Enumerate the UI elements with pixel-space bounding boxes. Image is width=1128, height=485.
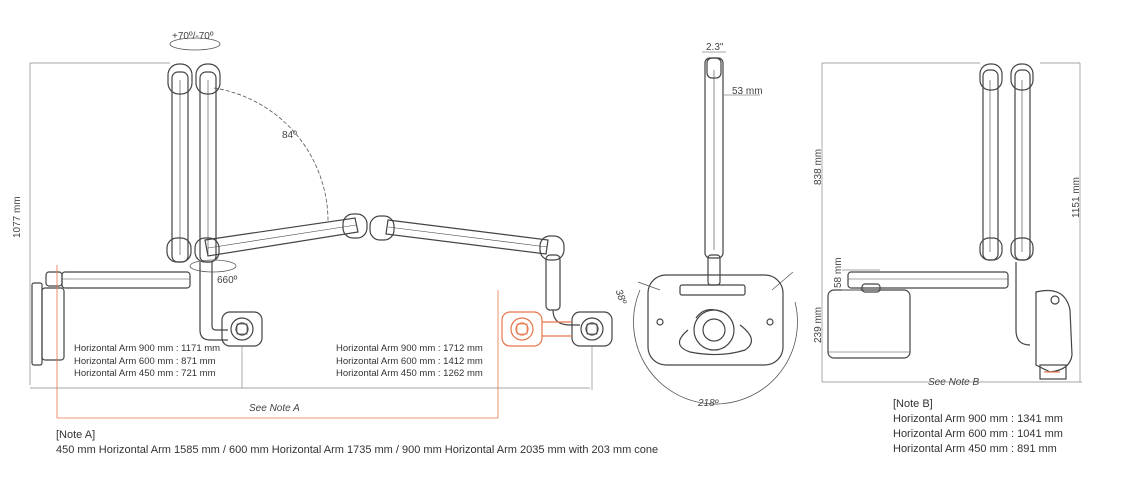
angle-660-label: 660º [217, 275, 238, 286]
spec-block-left: Horizontal Arm 900 mm : 1171 mm Horizont… [74, 343, 220, 381]
height-838-label: 838 mm [813, 148, 824, 185]
see-note-b-label: See Note B [928, 377, 980, 388]
spec-mid-line: Horizontal Arm 600 mm : 1412 mm [336, 355, 483, 367]
right-view [821, 62, 1082, 383]
middle-view [633, 51, 798, 405]
angle-218-label: 218º [698, 398, 719, 409]
height-58-label: 58 mm [833, 257, 844, 288]
note-b-line: Horizontal Arm 600 mm : 1041 mm [893, 428, 1063, 440]
note-a-bracket [56, 265, 499, 419]
note-b: [Note B] Horizontal Arm 900 mm : 1341 mm… [893, 397, 1063, 457]
spec-mid-line: Horizontal Arm 450 mm : 1262 mm [336, 368, 483, 379]
rotation-label: +70º/-70º [172, 31, 214, 42]
spec-left-line: Horizontal Arm 600 mm : 871 mm [74, 355, 216, 367]
note-a-text: 450 mm Horizontal Arm 1585 mm / 600 mm H… [56, 444, 659, 456]
note-a: [Note A] 450 mm Horizontal Arm 1585 mm /… [56, 428, 658, 458]
width-2-3-label: 2.3" [706, 42, 724, 53]
width-53-label: 53 mm [732, 86, 763, 97]
height-1077-label: 1077 mm [12, 196, 23, 238]
note-b-title: [Note B] [893, 398, 933, 410]
spec-block-mid: Horizontal Arm 900 mm : 1712 mm Horizont… [336, 343, 483, 381]
height-239-label: 239 mm [813, 306, 824, 343]
note-a-title: [Note A] [56, 429, 96, 441]
height-1151-label: 1151 mm [1071, 177, 1082, 218]
angle-84-label: 84º [282, 130, 297, 141]
note-b-line: Horizontal Arm 450 mm : 891 mm [893, 443, 1057, 455]
alt-head-orange [501, 311, 572, 347]
see-note-a-label: See Note A [249, 403, 300, 414]
spec-left-line: Horizontal Arm 450 mm : 721 mm [74, 368, 216, 379]
note-b-line: Horizontal Arm 900 mm : 1341 mm [893, 413, 1063, 425]
spec-left-line: Horizontal Arm 900 mm : 1171 mm [74, 343, 221, 354]
spec-mid-line: Horizontal Arm 900 mm : 1712 mm [336, 343, 483, 354]
left-view [29, 37, 590, 389]
